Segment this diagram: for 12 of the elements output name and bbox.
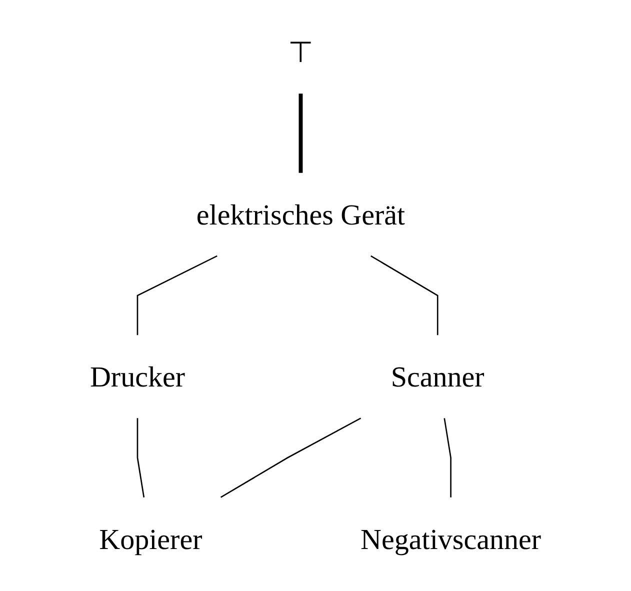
connector xyxy=(136,255,218,336)
connector xyxy=(444,418,452,498)
connector xyxy=(370,255,438,336)
connector xyxy=(136,418,145,498)
node-text: Negativscanner xyxy=(360,522,542,556)
node-text: ⊤ xyxy=(288,36,314,69)
node-text: Scanner xyxy=(390,360,484,394)
connector xyxy=(298,94,303,173)
connector xyxy=(220,418,362,498)
node-text: Drucker xyxy=(90,360,186,394)
node-text: Kopierer xyxy=(99,522,202,556)
node-text: elektrisches Gerät xyxy=(196,198,406,231)
